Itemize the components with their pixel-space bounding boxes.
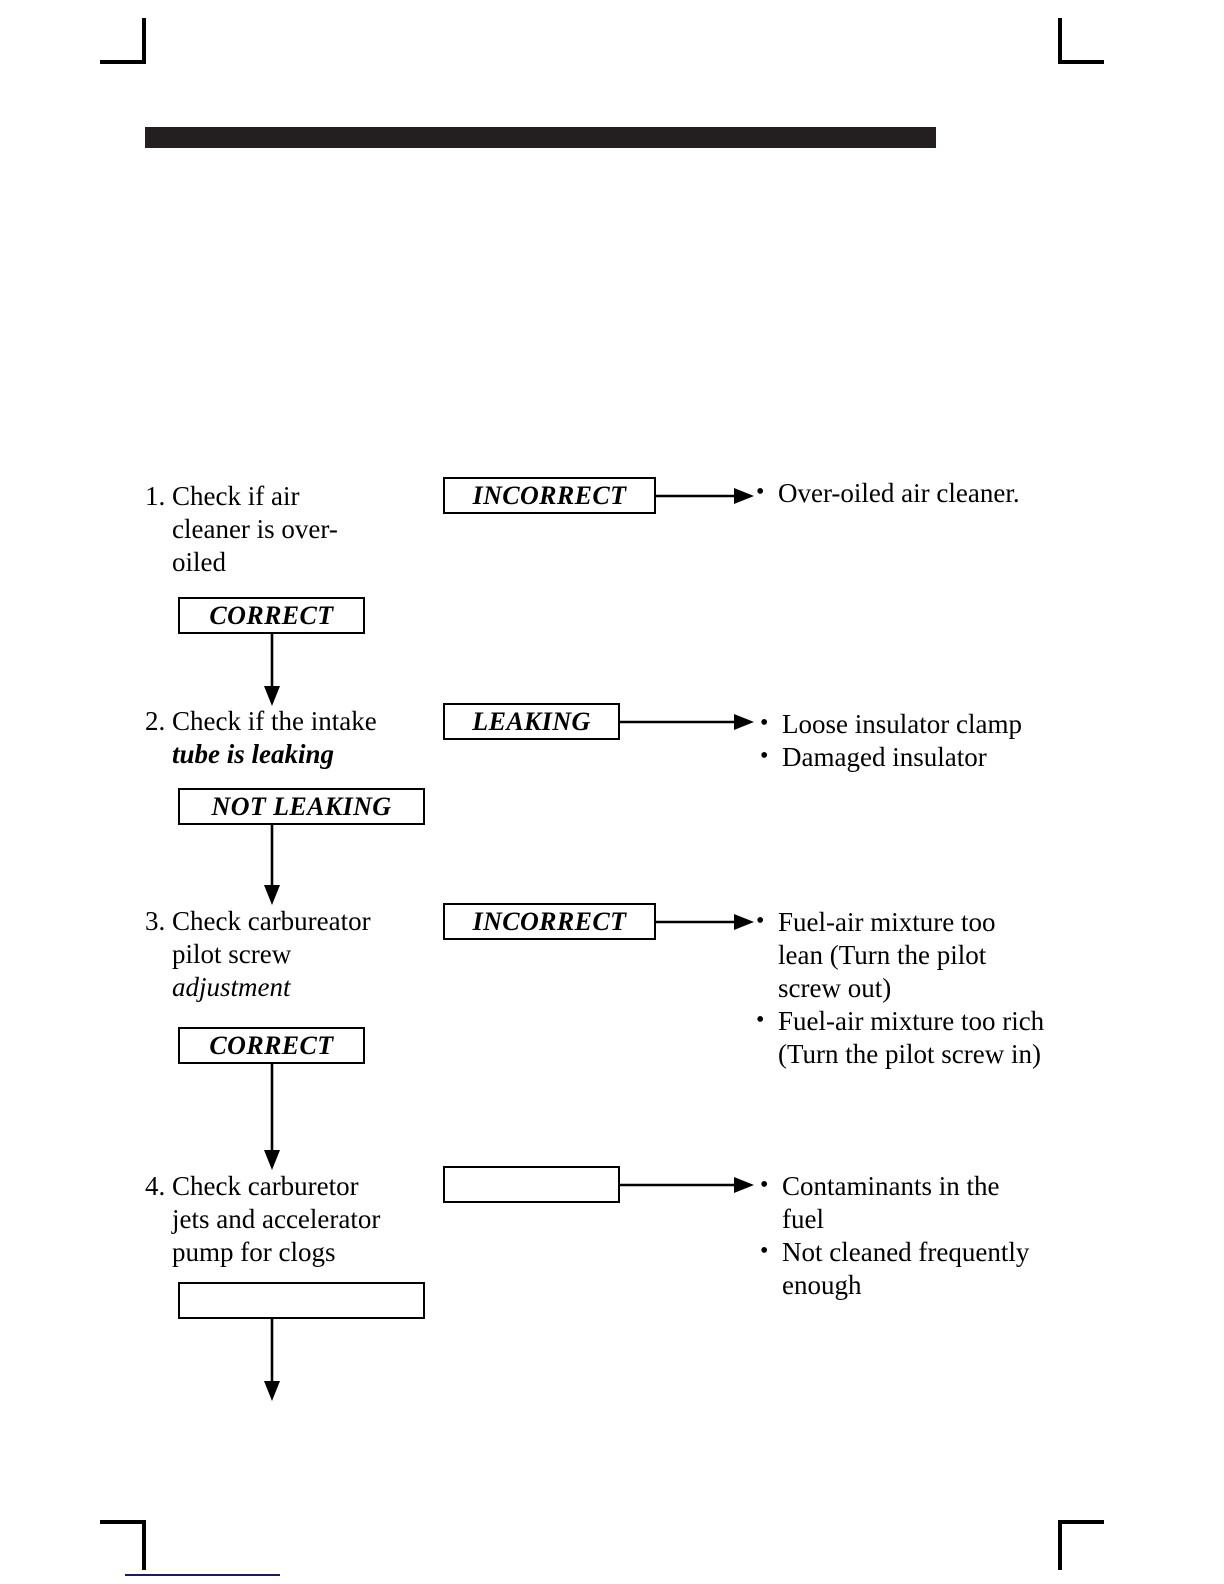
branch-label-3-text: INCORRECT bbox=[472, 906, 627, 936]
pass-label-box-2: NOT LEAKING bbox=[178, 788, 425, 825]
list-item: Loose insulator clamp bbox=[756, 707, 1096, 741]
step-3-number: 3. bbox=[145, 906, 166, 936]
branch-label-box-4 bbox=[443, 1166, 620, 1203]
crop-mark-bottom-left bbox=[100, 1520, 146, 1570]
crop-mark-horizontal-rule bbox=[1058, 1520, 1104, 1524]
crop-mark-horizontal-rule bbox=[100, 1520, 146, 1524]
step-1-text: Check if air cleaner is over- oiled bbox=[172, 480, 422, 579]
flow-arrow-3-to-4 bbox=[264, 1064, 280, 1170]
cause-list-1: Over-oiled air cleaner. bbox=[752, 476, 1082, 510]
step-2-emphasis: tube is leaking bbox=[172, 739, 335, 769]
branch-arrow-1 bbox=[656, 488, 754, 504]
branch-arrow-2 bbox=[620, 714, 754, 730]
list-item: Not cleaned frequently enough bbox=[756, 1235, 1096, 1302]
list-item: Over-oiled air cleaner. bbox=[752, 476, 1082, 510]
step-2-text: Check if the intake tube is leaking bbox=[172, 705, 442, 771]
list-item: Contaminants in the fuel bbox=[756, 1169, 1096, 1236]
branch-arrow-4 bbox=[620, 1177, 754, 1193]
list-item: Fuel-air mixture too lean (Turn the pilo… bbox=[752, 905, 1092, 1005]
branch-label-1-text: INCORRECT bbox=[472, 480, 627, 510]
branch-label-box-2: LEAKING bbox=[443, 703, 620, 740]
branch-label-2-text: LEAKING bbox=[472, 706, 591, 736]
flow-arrow-1-to-2 bbox=[264, 634, 280, 706]
list-item: Damaged insulator bbox=[756, 740, 1096, 774]
pass-label-3-text: CORRECT bbox=[209, 1030, 334, 1060]
cause-list-4: Contaminants in the fuel Not cleaned fre… bbox=[756, 1169, 1096, 1302]
step-4-body: Check carburetor jets and accelerator pu… bbox=[172, 1171, 381, 1267]
step-4-number: 4. bbox=[145, 1171, 166, 1201]
list-item: Fuel-air mixture too rich (Turn the pilo… bbox=[752, 1004, 1092, 1071]
flow-arrow-4-continue bbox=[264, 1319, 280, 1401]
crop-mark-top-left bbox=[100, 18, 146, 64]
cause-list-2: Loose insulator clamp Damaged insulator bbox=[756, 707, 1096, 774]
step-3-emphasis: adjustment bbox=[172, 972, 291, 1002]
step-3-text: Check carbureator pilot screw adjustment bbox=[172, 905, 432, 1004]
step-3-body: Check carbureator pilot screw bbox=[172, 906, 371, 969]
pass-label-box-4 bbox=[178, 1282, 425, 1319]
crop-mark-vertical-rule bbox=[1058, 18, 1062, 64]
flow-arrow-2-to-3 bbox=[264, 825, 280, 905]
crop-mark-vertical-rule bbox=[1058, 1524, 1062, 1570]
branch-label-box-3: INCORRECT bbox=[443, 903, 656, 940]
bottom-hairline-rule bbox=[125, 1574, 280, 1576]
pass-label-box-3: CORRECT bbox=[178, 1027, 365, 1064]
crop-mark-horizontal-rule bbox=[1058, 60, 1104, 64]
crop-mark-vertical-rule bbox=[142, 1524, 146, 1570]
cause-list-3: Fuel-air mixture too lean (Turn the pilo… bbox=[752, 905, 1092, 1071]
step-2-body: Check if the intake bbox=[172, 706, 377, 736]
step-2-number: 2. bbox=[145, 706, 166, 736]
pass-label-2-text: NOT LEAKING bbox=[211, 791, 392, 821]
pass-label-box-1: CORRECT bbox=[178, 597, 365, 634]
branch-label-box-1: INCORRECT bbox=[443, 477, 656, 514]
crop-mark-horizontal-rule bbox=[100, 60, 146, 64]
step-1-number: 1. bbox=[145, 481, 166, 511]
pass-label-1-text: CORRECT bbox=[209, 600, 334, 630]
branch-arrow-3 bbox=[656, 914, 754, 930]
step-4-text: Check carburetor jets and accelerator pu… bbox=[172, 1170, 442, 1269]
header-rule-bar bbox=[145, 127, 936, 148]
crop-mark-vertical-rule bbox=[142, 18, 146, 64]
crop-mark-top-right bbox=[1058, 18, 1104, 64]
step-1-body: Check if air cleaner is over- oiled bbox=[172, 481, 338, 577]
crop-mark-bottom-right bbox=[1058, 1520, 1104, 1570]
